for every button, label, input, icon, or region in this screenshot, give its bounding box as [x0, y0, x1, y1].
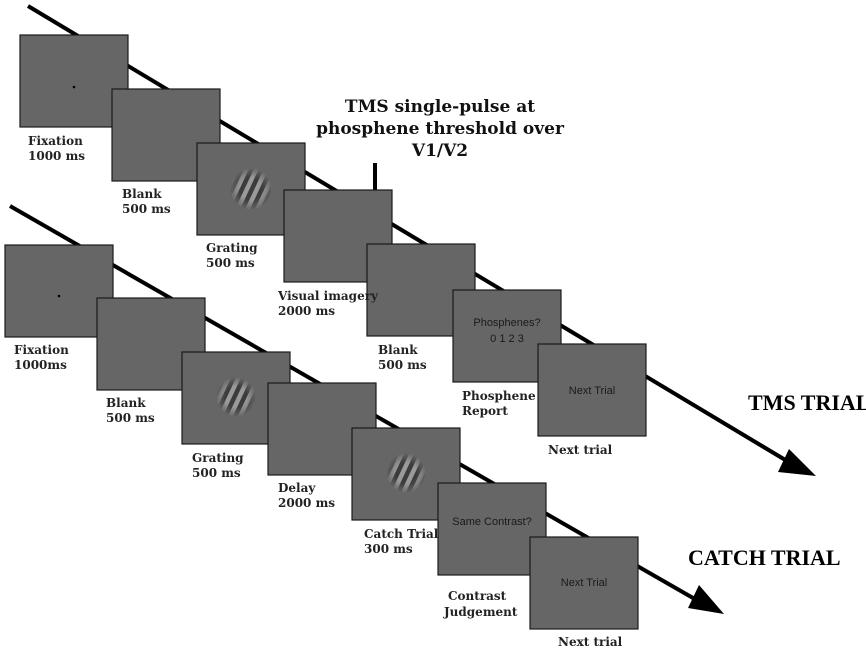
catch-duration-grating: 500 ms — [192, 466, 241, 480]
tms-label-blank: Blank — [122, 187, 162, 201]
catch-duration-catch-trial: 300 ms — [364, 542, 413, 556]
next-trial-text: Next Trial — [569, 385, 615, 397]
catch-screen-contrast-judgement: Same Contrast? — [437, 482, 547, 576]
tms-label-report: Report — [462, 404, 508, 418]
tms-note-line-3: V1/V2 — [411, 141, 468, 161]
tms-label-visual-imagery: Visual imagery — [277, 289, 379, 303]
tms-duration-blank-2: 500 ms — [378, 358, 427, 372]
catch-screen-grating — [181, 351, 291, 445]
tms-duration-blank: 500 ms — [122, 202, 171, 216]
catch-duration-fixation: 1000ms — [14, 358, 67, 372]
catch-label-fixation: Fixation — [14, 343, 69, 357]
phosphene-scale: 0 1 2 3 — [490, 333, 524, 345]
tms-duration-visual-imagery: 2000 ms — [278, 304, 335, 318]
contrast-question: Same Contrast? — [452, 516, 531, 528]
tms-step-labels: Fixation 1000 ms Blank 500 ms Grating 50… — [28, 134, 613, 457]
catch-duration-delay: 2000 ms — [278, 496, 335, 510]
tms-label-phosphene: Phosphene — [462, 389, 536, 403]
tms-label-fixation: Fixation — [28, 134, 83, 148]
tms-label-grating: Grating — [206, 241, 258, 255]
tms-label-next-trial: Next trial — [548, 443, 613, 457]
tms-note-line-1: TMS single-pulse at — [345, 97, 535, 117]
catch-label-delay: Delay — [278, 481, 316, 495]
tms-screen-fixation — [19, 34, 129, 128]
tms-label-blank-2: Blank — [378, 343, 418, 357]
phosphene-question: Phosphenes? — [473, 317, 540, 329]
fixation-dot — [72, 85, 76, 89]
catch-label-catch-trial: Catch Trial — [364, 527, 439, 541]
tms-duration-fixation: 1000 ms — [28, 149, 85, 163]
catch-label-judgement: Judgement — [443, 605, 518, 619]
tms-timeline-arrow — [26, 4, 816, 476]
catch-label-blank: Blank — [106, 396, 146, 410]
catch-duration-blank: 500 ms — [106, 411, 155, 425]
tms-screen-next-trial: Next Trial — [537, 343, 647, 437]
next-trial-text: Next Trial — [561, 577, 607, 589]
catch-trial-title: CATCH TRIAL — [688, 545, 841, 570]
catch-screen-next-trial: Next Trial — [529, 536, 639, 630]
tms-duration-grating: 500 ms — [206, 256, 255, 270]
tms-note-line-2: phosphene threshold over — [316, 119, 565, 139]
catch-trial-screens: Same Contrast? Next Trial — [4, 244, 639, 630]
tms-trial-screens: Phosphenes? 0 1 2 3 Next Trial — [19, 34, 647, 437]
tms-trial-title: TMS TRIAL — [748, 390, 866, 415]
catch-label-contrast: Contrast — [448, 589, 507, 603]
catch-screen-fixation — [4, 244, 114, 338]
fixation-dot — [57, 294, 61, 298]
catch-label-grating: Grating — [192, 451, 244, 465]
catch-label-next-trial: Next trial — [558, 635, 623, 648]
catch-step-labels: Fixation 1000ms Blank 500 ms Grating 500… — [14, 343, 623, 648]
